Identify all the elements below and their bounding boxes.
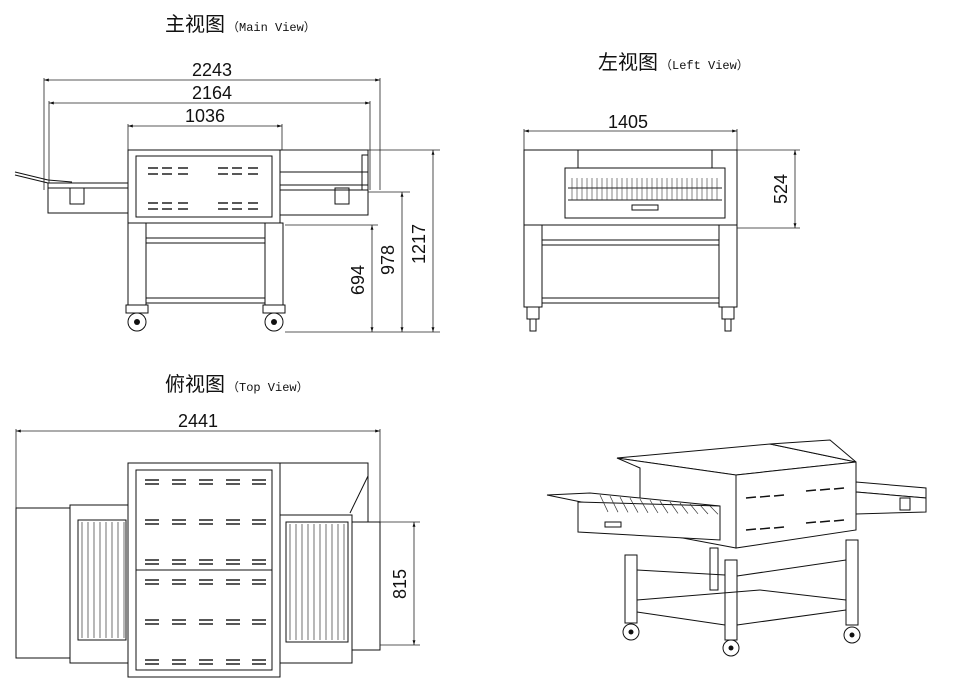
dim-top-overall: 2441 [178,411,218,431]
dim-main-chamber: 1036 [185,106,225,126]
dim-main-belt: 2164 [192,83,232,103]
left-view-title-en: （Left View） [660,59,749,73]
dim-left-width: 1405 [608,112,648,132]
left-view-title: 左视图（Left View） [598,46,749,75]
main-view-title-cn: 主视图 [165,12,225,36]
top-view-title-cn: 俯视图 [165,372,225,396]
left-view-drawing [523,129,800,332]
main-view-title-en: （Main View） [227,21,316,35]
dim-main-height-belt: 978 [378,245,398,275]
main-view-title: 主视图（Main View） [165,8,316,37]
dim-main-height-total: 1217 [409,224,429,264]
top-view-title-en: （Top View） [227,381,309,395]
top-view-drawing [15,429,420,678]
dim-main-overall: 2243 [192,60,232,80]
top-view-title: 俯视图（Top View） [165,368,309,397]
left-view-title-cn: 左视图 [598,50,658,74]
dim-left-height: 524 [771,174,791,204]
dim-top-depth: 815 [390,569,410,599]
isometric-view-drawing [546,439,927,657]
main-view-drawing [14,78,440,333]
dim-main-height-stand: 694 [348,265,368,295]
